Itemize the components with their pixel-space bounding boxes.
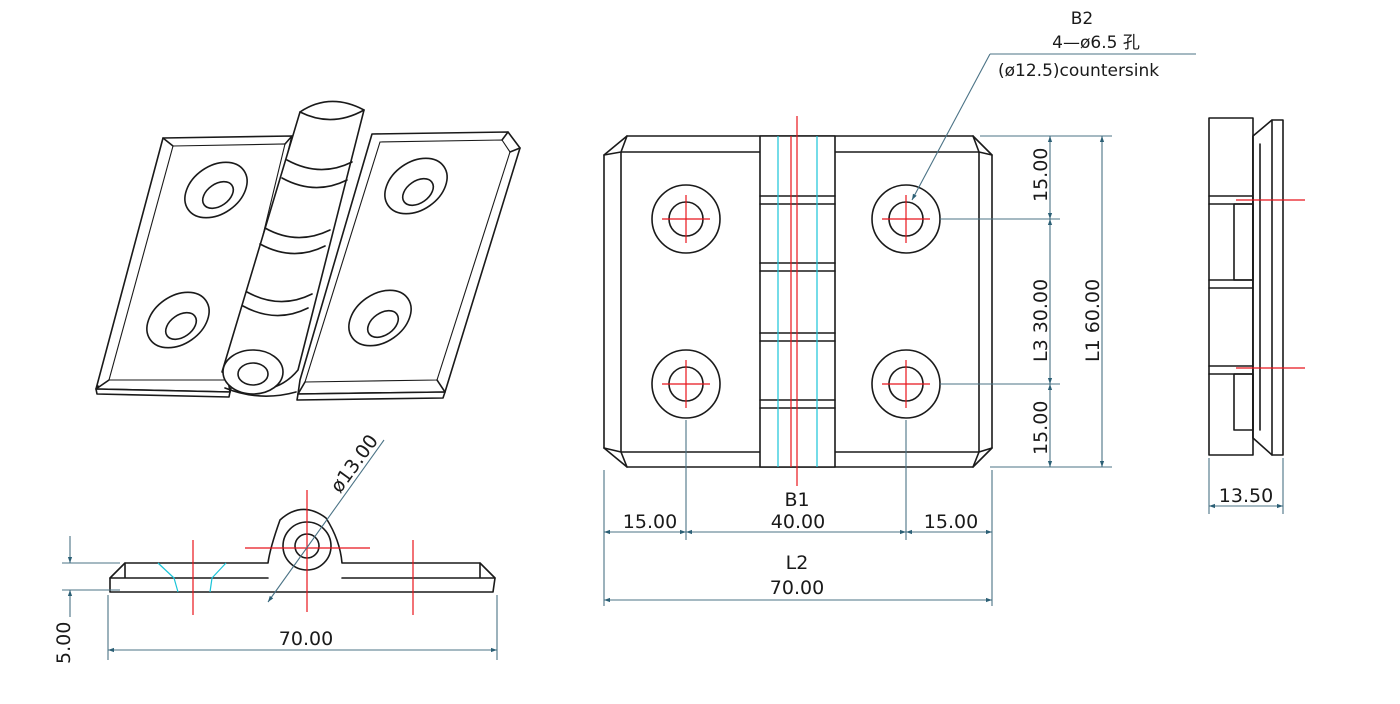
isometric-view	[95, 100, 521, 401]
pin-diameter-dimension: ø13.00	[326, 431, 383, 497]
front-top-margin: 15.00	[1030, 148, 1052, 202]
side-width-dimension: 70.00	[279, 628, 333, 650]
iso-holes	[146, 157, 448, 349]
front-l2-label: L2	[786, 552, 809, 574]
front-l1-height: L1 60.00	[1082, 279, 1104, 362]
callout-b2: B2	[1071, 9, 1093, 29]
front-bottom-margin: 15.00	[1030, 401, 1052, 455]
front-b1-label: B1	[784, 489, 809, 511]
callout-countersink: (ø12.5)countersink	[998, 61, 1159, 81]
front-b1-spacing: 40.00	[771, 511, 825, 533]
end-view: 13.50	[1208, 117, 1305, 514]
front-right-margin: 15.00	[924, 511, 978, 533]
iso-right-leaf	[296, 131, 521, 401]
front-view: B2 4—ø6.5 孔 (ø12.5)countersink 15.00 L3 …	[603, 9, 1196, 606]
end-thickness-dimension: 13.50	[1219, 485, 1273, 507]
front-l3-spacing: L3 30.00	[1030, 279, 1052, 362]
iso-knuckle	[221, 100, 365, 397]
front-l2-width: 70.00	[770, 577, 824, 599]
front-left-margin: 15.00	[623, 511, 677, 533]
side-thickness-dimension: 5.00	[53, 622, 75, 664]
callout-holes: 4—ø6.5 孔	[1052, 33, 1140, 53]
side-view: ø13.00 5.00 70.00	[53, 431, 498, 664]
